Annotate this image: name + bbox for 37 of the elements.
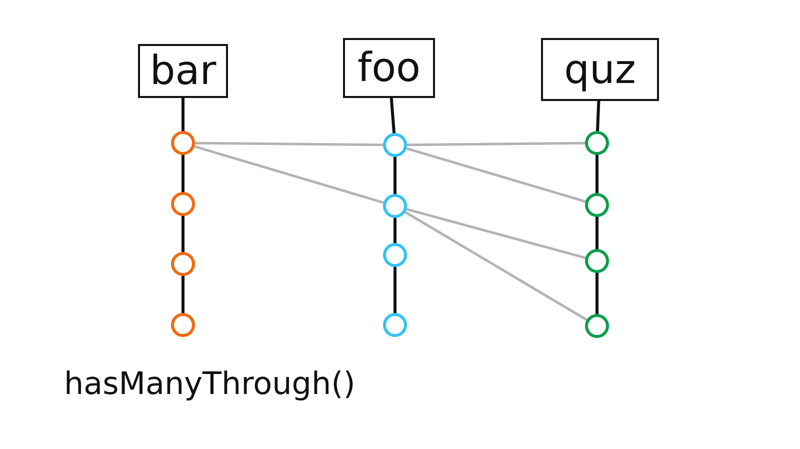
connector-line — [390, 96, 396, 135]
connector-line — [596, 154, 598, 194]
connector-line — [182, 214, 184, 254]
connector-line — [394, 266, 396, 314]
circle-node — [171, 131, 195, 155]
circle-node — [383, 133, 407, 157]
label-box — [343, 38, 435, 98]
box-label: quz — [564, 50, 636, 90]
circle-node — [171, 252, 195, 276]
connector-line — [596, 272, 598, 316]
connector-line — [406, 142, 586, 146]
circle-node — [585, 131, 609, 155]
connector-line — [182, 154, 184, 194]
label-box — [541, 38, 659, 101]
connector-line — [194, 142, 384, 146]
connector-line — [182, 96, 184, 132]
connector-line — [182, 274, 184, 314]
circle-node — [585, 193, 609, 217]
circle-node — [383, 243, 407, 267]
circle-node — [585, 314, 609, 338]
connector-line — [394, 216, 396, 244]
connector-line — [405, 208, 587, 260]
connector-line — [404, 210, 588, 322]
connector-line — [193, 145, 385, 204]
connector-line — [596, 216, 598, 250]
connector-line — [596, 100, 600, 132]
box-label: bar — [150, 51, 216, 91]
circle-node — [383, 194, 407, 218]
connector-line — [394, 156, 396, 196]
circle-node — [585, 249, 609, 273]
method-label: hasManyThrough() — [64, 366, 356, 402]
circle-node — [171, 313, 195, 337]
connector-line — [405, 147, 587, 203]
circle-node — [171, 192, 195, 216]
box-label: foo — [357, 48, 421, 88]
label-box — [138, 44, 228, 98]
circle-node — [383, 313, 407, 337]
